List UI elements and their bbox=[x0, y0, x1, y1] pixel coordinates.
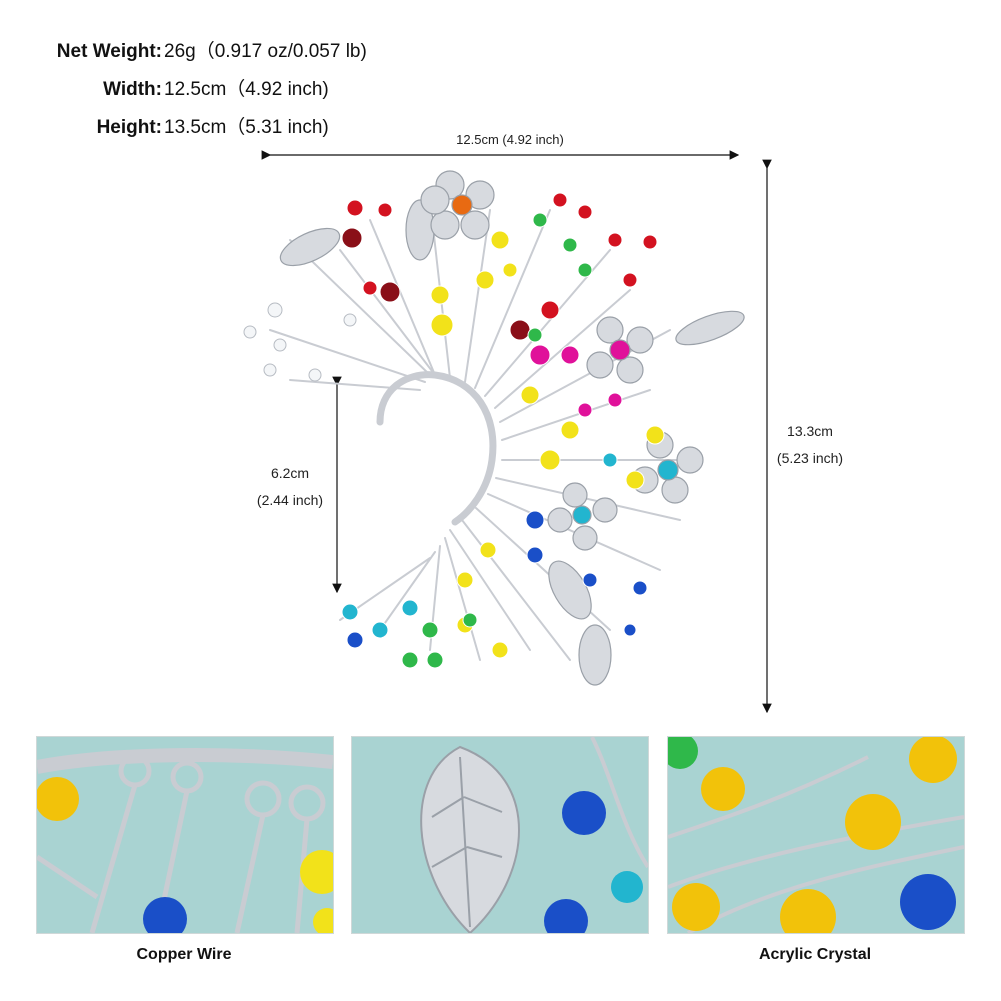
height-dimension-inch: (5.23 inch) bbox=[776, 449, 844, 466]
caption-acrylic-crystal: Acrylic Crystal bbox=[758, 946, 872, 963]
spec-net-weight-value: 26g（0.917 oz/0.057 lb) bbox=[164, 41, 367, 62]
ear-dimension-cm: 6.2cm bbox=[270, 465, 310, 481]
ear-dimension-label: 6.2cm (2.44 inch) bbox=[240, 460, 340, 513]
spec-net-weight: Net Weight:26g（0.917 oz/0.057 lb) bbox=[0, 36, 367, 63]
flower-magenta bbox=[586, 316, 654, 384]
thumbnail-acrylic-crystal bbox=[667, 736, 965, 934]
copper-wire-closeup bbox=[37, 737, 333, 933]
ear-dimension-inch: (2.44 inch) bbox=[256, 491, 324, 508]
width-dimension-label: 12.5cm (4.92 inch) bbox=[456, 132, 564, 147]
flower-cyan bbox=[631, 431, 704, 504]
leaf-bottom-2 bbox=[578, 624, 612, 686]
metal-flowers bbox=[420, 170, 704, 551]
acrylic-crystal-closeup bbox=[668, 737, 964, 933]
leaf-left bbox=[279, 227, 341, 267]
height-dimension-label: 13.3cm (5.23 inch) bbox=[760, 418, 860, 471]
leaf-bottom-1 bbox=[548, 560, 592, 620]
leaf-right bbox=[675, 310, 745, 346]
ear-cuff-hook bbox=[376, 371, 497, 526]
spec-height: Height:13.5cm（5.31 inch) bbox=[0, 112, 329, 139]
spec-height-label: Height: bbox=[96, 117, 162, 138]
ear-cuff-product-image bbox=[243, 170, 745, 686]
thumbnail-metal-leaf bbox=[351, 736, 649, 934]
flower-top bbox=[420, 170, 495, 240]
spec-height-value: 13.5cm（5.31 inch) bbox=[164, 117, 329, 138]
crystal-beads bbox=[243, 192, 665, 669]
spec-width: Width:12.5cm（4.92 inch) bbox=[0, 74, 329, 101]
flower-teal bbox=[547, 482, 618, 551]
spec-net-weight-label: Net Weight: bbox=[56, 41, 162, 62]
height-dimension-cm: 13.3cm bbox=[787, 423, 833, 439]
metal-leaves bbox=[279, 199, 745, 686]
metal-leaf-closeup bbox=[352, 737, 648, 933]
thumbnail-copper-wire bbox=[36, 736, 334, 934]
caption-copper-wire: Copper Wire bbox=[136, 946, 232, 963]
spec-width-value: 12.5cm（4.92 inch) bbox=[164, 79, 329, 100]
spec-width-label: Width: bbox=[103, 79, 162, 100]
